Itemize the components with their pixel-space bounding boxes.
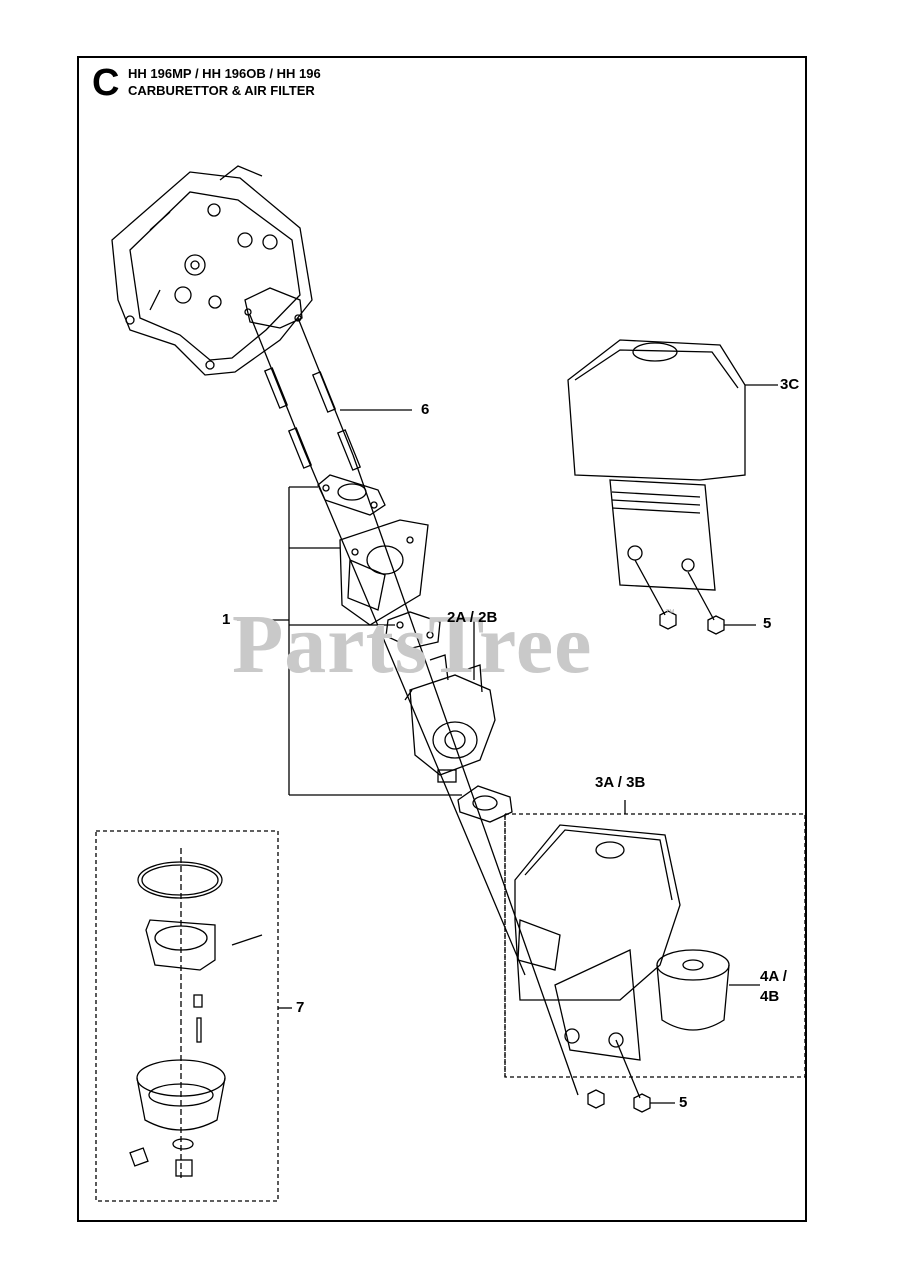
carburettor-illustration	[404, 654, 496, 783]
insulator-spacer	[339, 519, 429, 626]
diagram-frame	[77, 56, 807, 1222]
section-letter: C	[92, 62, 120, 104]
callout-2a-2b: 2A / 2B	[447, 609, 498, 626]
air-filter-assembly-box	[504, 800, 806, 1078]
callout-7: 7	[296, 999, 305, 1016]
repair-kit-box	[95, 830, 292, 1202]
callout-5-bottom: 5	[679, 1094, 688, 1111]
callout-5-top: 5	[763, 615, 772, 632]
callout-4a: 4A /	[760, 968, 787, 985]
callout-3c: 3C	[780, 376, 800, 393]
callout-4b: 4B	[760, 988, 780, 1005]
gasket-middle	[385, 611, 441, 649]
diagram-subtitle: CARBURETTOR & AIR FILTER	[128, 83, 315, 98]
callout-1-bracket	[237, 486, 462, 796]
callout-6: 6	[421, 401, 430, 418]
diagram-models-title: HH 196MP / HH 196OB / HH 196	[128, 66, 321, 81]
callout-3a-3b: 3A / 3B	[595, 774, 646, 791]
partstree-watermark: PartsTree	[232, 598, 593, 691]
gasket-bottom	[457, 785, 513, 823]
callout-1: 1	[222, 611, 231, 628]
air-filter-element-illustration	[656, 949, 760, 1031]
stud-bolts	[249, 314, 412, 471]
air-filter-housing-illustration	[514, 824, 681, 1061]
watermark-trademark: ™	[665, 608, 675, 619]
air-filter-3c-illustration	[567, 339, 778, 635]
engine-head-illustration	[111, 165, 313, 376]
nuts-bottom	[587, 1039, 675, 1113]
gasket-top	[317, 474, 386, 516]
